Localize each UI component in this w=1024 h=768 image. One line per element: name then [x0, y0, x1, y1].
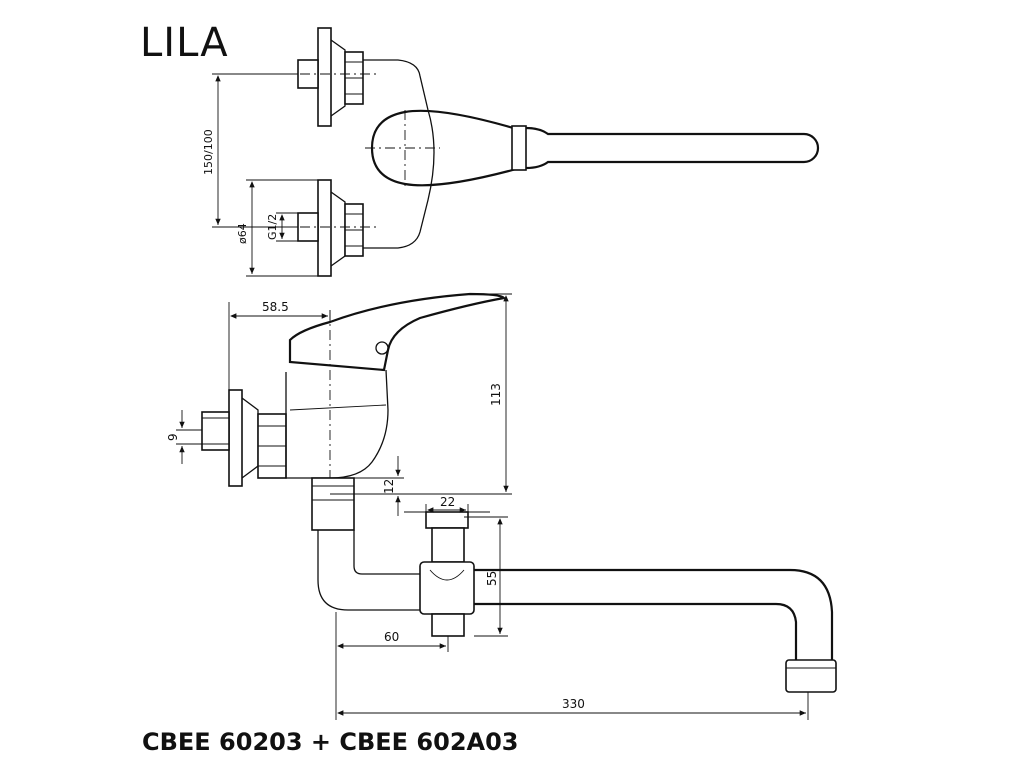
side-wall-flange: [228, 389, 243, 487]
side-handle: [288, 292, 507, 372]
dim-outlet-offset: 12: [382, 479, 396, 494]
lower-wall-flange: [317, 179, 332, 277]
dim-body-depth: 58.5: [262, 300, 289, 314]
dim-thread: G1/2: [266, 214, 279, 240]
upper-wall-flange: [317, 27, 332, 127]
product-title: LILA: [140, 20, 229, 66]
side-view: 58.5 113 9 12 22 55 60 330: [166, 292, 837, 720]
dim-diverter-width: 22: [440, 495, 455, 509]
dim-diverter-position: 60: [384, 630, 399, 644]
dim-spout-length: 330: [562, 697, 585, 711]
dim-inlet-offset: 9: [166, 433, 180, 441]
aerator: [785, 659, 837, 693]
product-codes: CBEE 60203 + CBEE 602A03: [142, 728, 519, 756]
spout: [470, 568, 834, 660]
dim-flange-diameter: ø64: [236, 223, 249, 244]
dim-height: 113: [489, 383, 503, 406]
dim-spout-drop: 55: [485, 571, 499, 586]
dim-inlet-spacing: 150/100: [202, 129, 215, 175]
diverter-body: [419, 561, 475, 615]
top-view: 150/100 ø64 G1/2: [202, 27, 820, 277]
